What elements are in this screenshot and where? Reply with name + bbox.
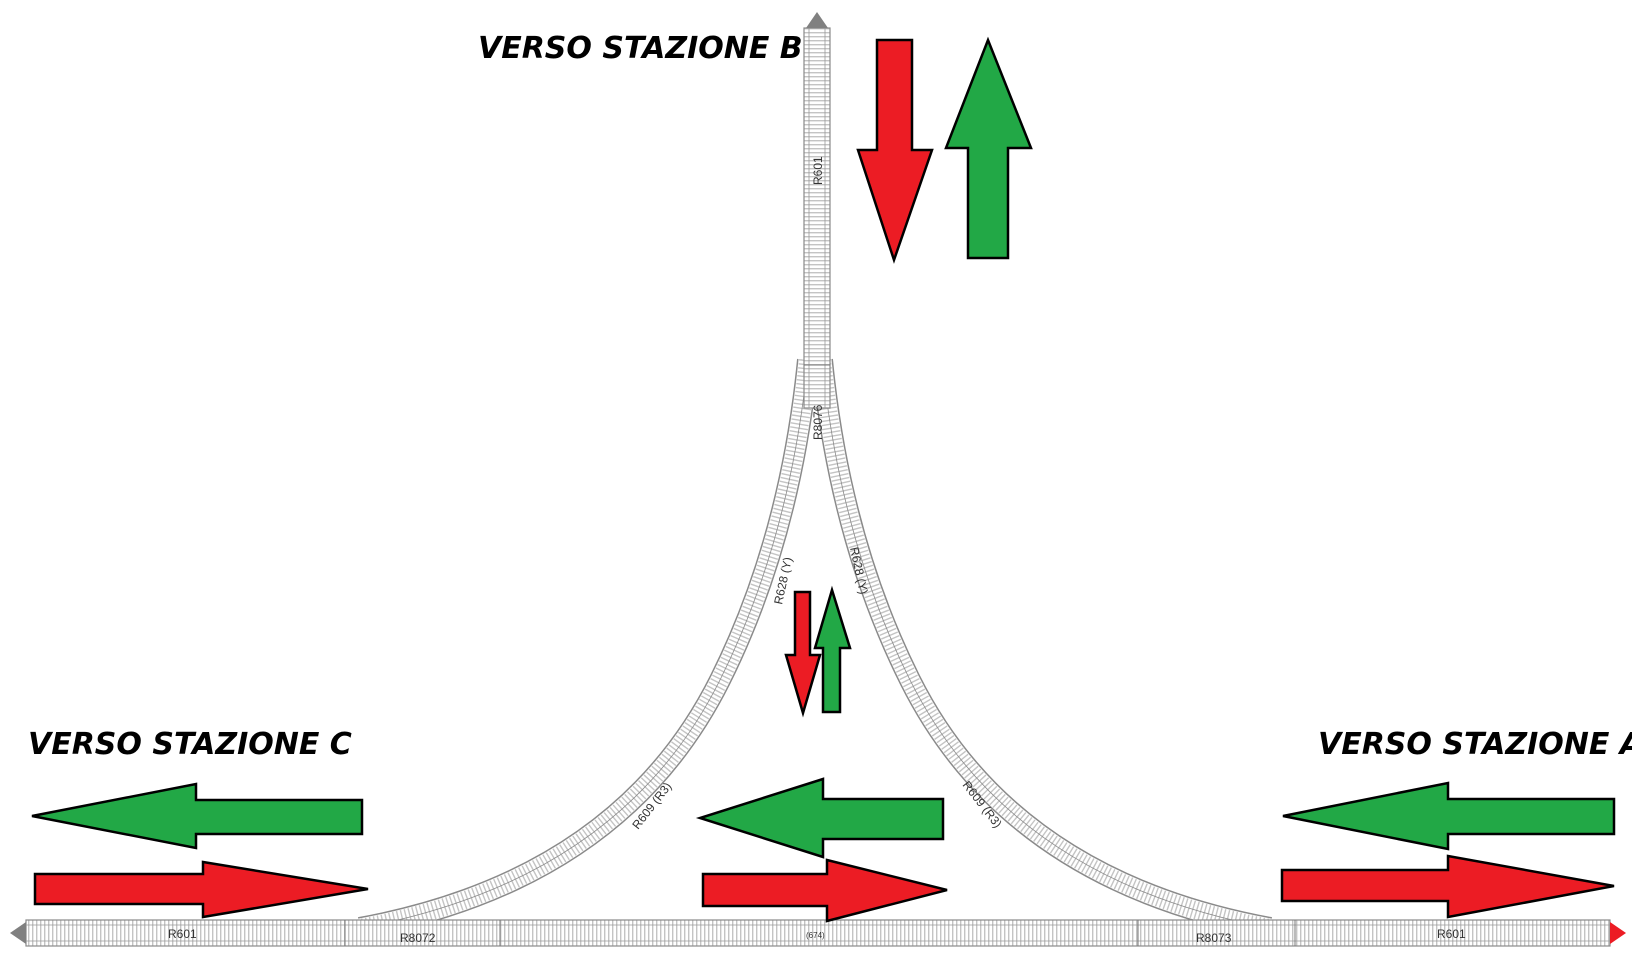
arrow-left-icon <box>695 777 945 859</box>
end-marker-top-icon <box>806 12 828 28</box>
label-station-b: VERSO STAZIONE B <box>478 31 803 66</box>
vertical-track <box>803 27 831 409</box>
label-station-c: VERSO STAZIONE C <box>28 727 352 762</box>
arrow-down-small-icon <box>784 590 822 718</box>
arrow-left-icon <box>31 782 364 850</box>
track-label-vertical-top: R601 <box>811 156 825 185</box>
arrow-down-icon <box>856 38 934 264</box>
track-label-bottom-right-switch: R8073 <box>1196 931 1232 945</box>
arrow-right-icon <box>701 858 948 923</box>
bottom-track <box>25 919 1611 947</box>
track-label-bottom-right: R601 <box>1437 927 1466 941</box>
track-label-bottom-middle: (674) <box>806 931 825 940</box>
curve-left-track <box>357 358 819 939</box>
arrow-left-icon <box>1282 781 1616 851</box>
track-label-bottom-left-switch: R8072 <box>400 931 436 945</box>
arrows <box>31 36 1616 923</box>
arrow-up-icon <box>944 36 1033 260</box>
end-marker-right-icon <box>1610 922 1626 944</box>
end-marker-left-icon <box>10 922 26 944</box>
arrow-right-icon <box>33 860 369 919</box>
track-label-vertical-switch: R8076 <box>811 404 825 440</box>
curve-right-track <box>811 358 1273 939</box>
label-station-a: VERSO STAZIONE A <box>1318 727 1632 762</box>
arrow-up-small-icon <box>813 585 852 714</box>
arrow-right-icon <box>1280 854 1615 919</box>
track-label-bottom-left: R601 <box>168 927 197 941</box>
